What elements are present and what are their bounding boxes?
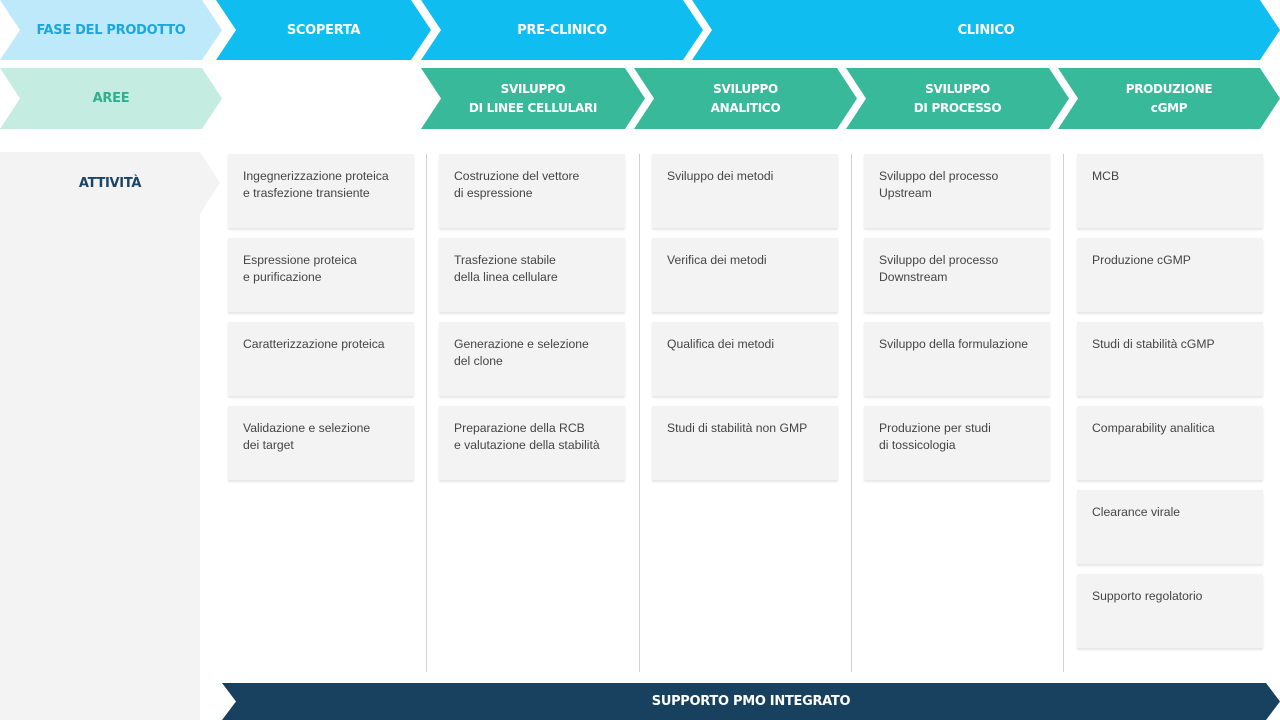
activities-label-arrow	[200, 152, 220, 214]
activities-label-panel: ATTIVITÀ	[0, 152, 200, 720]
phase-clinical-text: CLINICO	[957, 22, 1015, 38]
area-process-chevron: SVILUPPO DI PROCESSO	[846, 68, 1069, 129]
pmo-support-text: SUPPORTO PMO INTEGRATO	[651, 694, 851, 709]
area-production-chevron: PRODUZIONE cGMP	[1058, 68, 1280, 129]
activity-card: Supporto regolatorio	[1077, 574, 1263, 648]
phase-discovery-text: SCOPERTA	[286, 22, 361, 38]
activity-card: Produzione cGMP	[1077, 238, 1263, 312]
area-production-text: PRODUZIONE cGMP	[1125, 81, 1213, 115]
activity-card: Produzione per studi di tossicologia	[864, 406, 1050, 480]
area-analytical-text: SVILUPPO ANALITICO	[710, 81, 781, 115]
column-divider	[426, 154, 427, 672]
activity-card: Sviluppo del processo Upstream	[864, 154, 1050, 228]
area-label-text: AREE	[92, 91, 130, 106]
area-cell-line-chevron: SVILUPPO DI LINEE CELLULARI	[421, 68, 645, 129]
area-analytical-chevron: SVILUPPO ANALITICO	[634, 68, 857, 129]
activity-card: Caratterizzazione proteica	[228, 322, 414, 396]
activity-card: Clearance virale	[1077, 490, 1263, 564]
activity-card: Espressione proteica e purificazione	[228, 238, 414, 312]
activity-card: Preparazione della RCB e valutazione del…	[439, 406, 625, 480]
pmo-support-banner: SUPPORTO PMO INTEGRATO	[222, 683, 1280, 720]
activity-card: Verifica dei metodi	[652, 238, 838, 312]
column-divider	[851, 154, 852, 672]
activity-card: Studi di stabilità cGMP	[1077, 322, 1263, 396]
activity-card: Comparability analitica	[1077, 406, 1263, 480]
activity-card: Ingegnerizzazione proteica e trasfezione…	[228, 154, 414, 228]
phase-preclinical-chevron: PRE-CLINICO	[421, 0, 703, 60]
area-label-chevron: AREE	[0, 68, 222, 129]
phase-clinical-chevron: CLINICO	[692, 0, 1280, 60]
activity-card: Trasfezione stabile della linea cellular…	[439, 238, 625, 312]
area-process-text: SVILUPPO DI PROCESSO	[913, 81, 1002, 115]
phase-label-text: FASE DEL PRODOTTO	[36, 22, 186, 38]
activity-card: Qualifica dei metodi	[652, 322, 838, 396]
column-divider	[1063, 154, 1064, 672]
activity-card: MCB	[1077, 154, 1263, 228]
activity-card: Validazione e selezione dei target	[228, 406, 414, 480]
activity-card: Costruzione del vettore di espressione	[439, 154, 625, 228]
phase-discovery-chevron: SCOPERTA	[216, 0, 431, 60]
area-cell-line-text: SVILUPPO DI LINEE CELLULARI	[468, 81, 598, 115]
activity-card: Sviluppo della formulazione	[864, 322, 1050, 396]
column-divider	[639, 154, 640, 672]
activity-card: Sviluppo dei metodi	[652, 154, 838, 228]
activities-label-text: ATTIVITÀ	[78, 176, 142, 191]
activity-card: Generazione e selezione del clone	[439, 322, 625, 396]
activity-card: Studi di stabilità non GMP	[652, 406, 838, 480]
activity-card: Sviluppo del processo Downstream	[864, 238, 1050, 312]
phase-label-chevron: FASE DEL PRODOTTO	[0, 0, 222, 60]
phase-preclinical-text: PRE-CLINICO	[517, 22, 607, 38]
